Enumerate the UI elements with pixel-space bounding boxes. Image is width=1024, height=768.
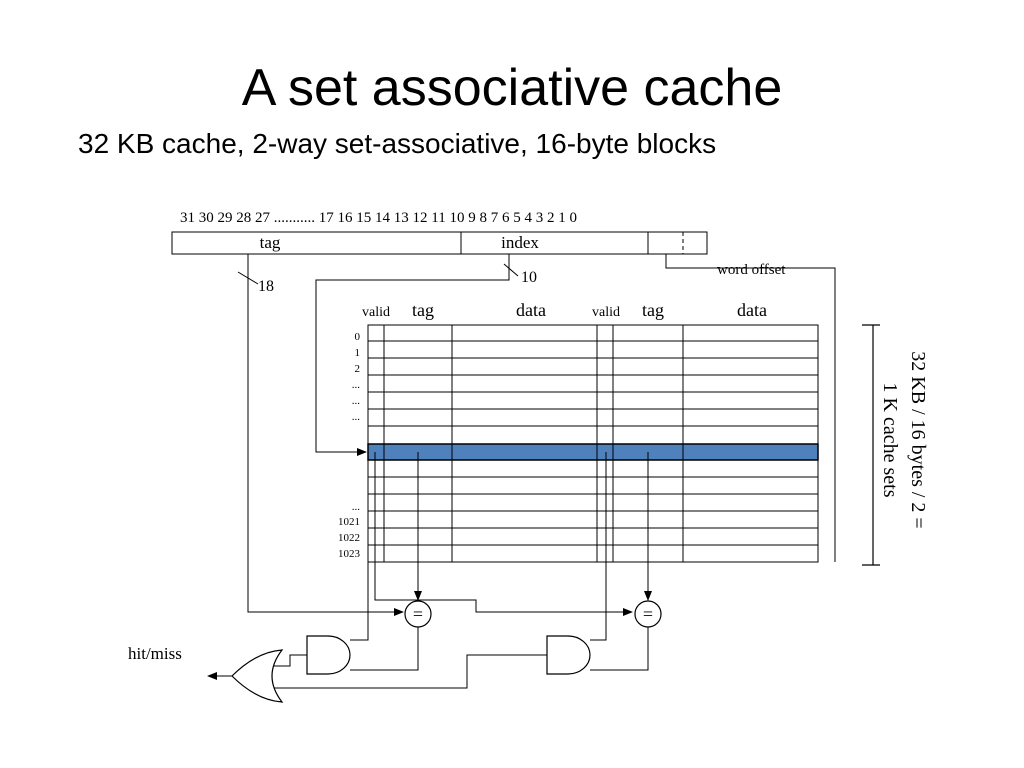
selected-cache-set <box>367 443 819 461</box>
slide-subtitle: 32 KB cache, 2-way set-associative, 16-b… <box>78 128 717 159</box>
or-gate <box>231 649 284 703</box>
row-label: ... <box>352 395 361 407</box>
address-tag-field: tag <box>260 233 281 252</box>
row-label: ... <box>352 501 361 513</box>
tag-bus-width: 18 <box>258 278 274 295</box>
comparator-way0: = <box>404 600 432 628</box>
row-label: 1021 <box>338 516 360 528</box>
and-gate-way1 <box>546 635 591 675</box>
index-bus-width: 10 <box>521 269 537 286</box>
comparator-symbol: = <box>413 604 423 624</box>
way1-valid-header: valid <box>592 305 620 320</box>
way0-valid-header: valid <box>362 305 390 320</box>
row-label: 2 <box>355 363 361 375</box>
way0-tag-header: tag <box>412 300 434 320</box>
size-note-line1: 32 KB / 16 bytes / 2 = <box>907 351 929 528</box>
row-label: ... <box>352 379 361 391</box>
address-index-field: index <box>501 233 539 252</box>
way1-data-header: data <box>737 300 767 320</box>
compare-wires <box>207 452 652 689</box>
and-gate-way0 <box>306 635 351 675</box>
row-label: 1022 <box>338 532 360 544</box>
address-bit-numbers: 31 30 29 28 27 ........... 17 16 15 14 1… <box>180 210 577 226</box>
row-label: 0 <box>355 331 361 343</box>
word-offset-label: word offset <box>717 262 786 278</box>
size-bracket <box>862 324 880 566</box>
way1-tag-header: tag <box>642 300 664 320</box>
address-wires <box>237 254 836 616</box>
row-label: 1023 <box>338 548 361 560</box>
row-label: ... <box>352 411 361 423</box>
hit-miss-label: hit/miss <box>128 644 182 663</box>
size-note-line2: 1 K cache sets <box>879 383 901 498</box>
comparator-way1: = <box>634 600 662 628</box>
address-register <box>171 231 708 255</box>
row-label: 1 <box>355 347 361 359</box>
comparator-symbol: = <box>643 604 653 624</box>
slide-title: A set associative cache <box>241 59 783 117</box>
cache-array <box>367 324 819 563</box>
way0-data-header: data <box>516 300 546 320</box>
